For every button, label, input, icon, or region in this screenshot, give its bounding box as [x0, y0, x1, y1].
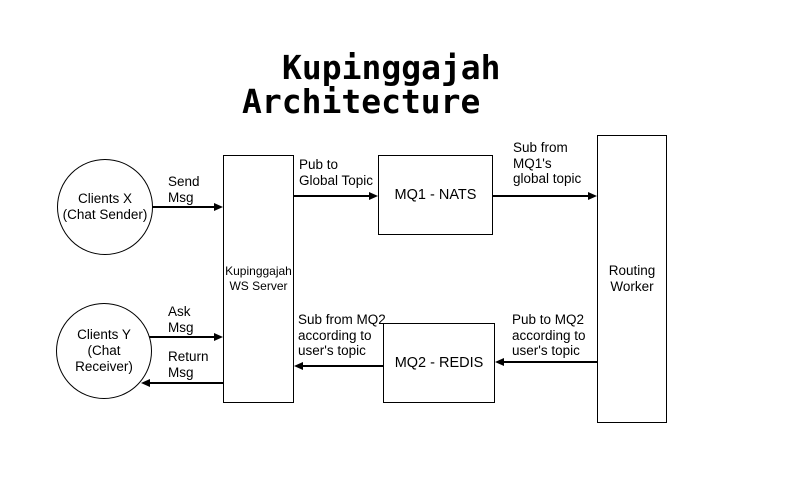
- edge-label-pub-global-topic: Pub to Global Topic: [299, 157, 374, 188]
- edge-label-pub-mq2: Pub to MQ2 according to user's topic: [512, 312, 586, 358]
- node-mq2: MQ2 - REDIS: [383, 323, 495, 403]
- arrow-pub-global-topic-arrowhead-icon: [369, 192, 378, 200]
- node-mq2-label: MQ2 - REDIS: [394, 355, 484, 371]
- arrow-sub-mq1: [493, 192, 597, 200]
- arrow-ask-msg-shaft: [149, 336, 216, 338]
- arrow-ask-msg-arrowhead-icon: [214, 333, 223, 341]
- arrow-send-msg: [152, 203, 223, 211]
- arrow-sub-mq1-shaft: [493, 195, 590, 197]
- node-clients-x-label: Clients X (Chat Sender): [62, 191, 148, 222]
- arrow-pub-mq2-shaft: [502, 361, 597, 363]
- arrow-ask-msg: [149, 333, 223, 341]
- node-mq1: MQ1 - NATS: [378, 155, 493, 235]
- arrow-send-msg-shaft: [152, 206, 216, 208]
- node-clients-y: Clients Y (Chat Receiver): [56, 303, 152, 399]
- arrow-send-msg-arrowhead-icon: [214, 203, 223, 211]
- node-routing-worker: Routing Worker: [597, 135, 667, 423]
- arrow-sub-mq2: [294, 362, 383, 370]
- arrow-sub-mq2-arrowhead-icon: [294, 362, 303, 370]
- arrow-pub-global-topic-shaft: [294, 195, 371, 197]
- node-clients-x: Clients X (Chat Sender): [57, 159, 153, 255]
- node-ws-server-label: Kupinggajah WS Server: [225, 264, 292, 293]
- arrow-sub-mq2-shaft: [301, 365, 383, 367]
- arrow-return-msg-arrowhead-icon: [141, 379, 150, 387]
- edge-label-send-msg: Send Msg: [168, 174, 200, 205]
- edge-label-sub-mq2: Sub from MQ2 according to user's topic: [298, 312, 386, 358]
- edge-label-sub-mq1: Sub from MQ1's global topic: [513, 140, 582, 186]
- node-mq1-label: MQ1 - NATS: [394, 187, 477, 203]
- arrow-pub-mq2-arrowhead-icon: [495, 358, 504, 366]
- node-ws-server: Kupinggajah WS Server: [223, 155, 294, 403]
- node-clients-y-label: Clients Y (Chat Receiver): [75, 327, 133, 374]
- edge-label-return-msg: Return Msg: [168, 349, 209, 380]
- arrow-sub-mq1-arrowhead-icon: [588, 192, 597, 200]
- title-line-2: Architecture: [242, 82, 481, 121]
- node-routing-worker-label: Routing Worker: [608, 263, 656, 294]
- arrow-pub-global-topic: [294, 192, 378, 200]
- title-line-1: Kupinggajah: [282, 48, 501, 87]
- arrow-pub-mq2: [495, 358, 597, 366]
- arrow-return-msg-shaft: [148, 382, 223, 384]
- arrow-return-msg: [141, 379, 223, 387]
- edge-label-ask-msg: Ask Msg: [168, 304, 194, 335]
